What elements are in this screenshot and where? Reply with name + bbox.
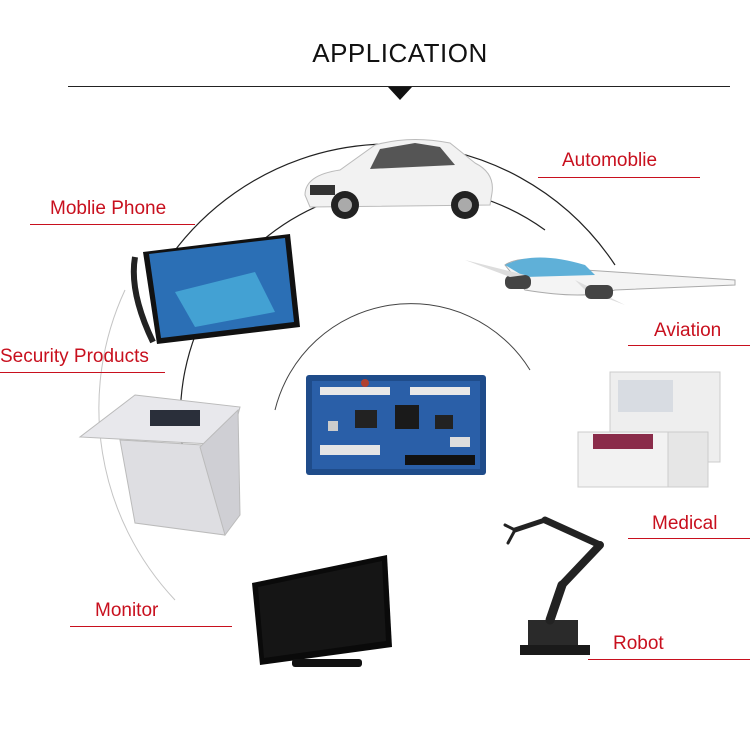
page-title: APPLICATION — [312, 38, 488, 68]
aviation-underline — [628, 345, 750, 346]
medical-underline — [628, 538, 750, 539]
application-label-aviation: Aviation — [654, 320, 722, 341]
application-label-security-products: Security Products — [0, 346, 149, 367]
application-label-medical: Medical — [652, 513, 718, 534]
application-label-mobile-phone: Moblie Phone — [50, 198, 167, 219]
application-label-monitor: Monitor — [95, 600, 159, 621]
mobile-phone-underline — [30, 224, 195, 225]
security-products-underline — [0, 372, 165, 373]
title-notch — [388, 87, 412, 100]
robot-underline — [588, 659, 750, 660]
monitor-underline — [70, 626, 232, 627]
application-label-robot: Robot — [613, 633, 664, 654]
title-divider — [68, 86, 730, 87]
automobile-underline — [538, 177, 700, 178]
application-label-automobile: Automoblie — [562, 150, 658, 171]
